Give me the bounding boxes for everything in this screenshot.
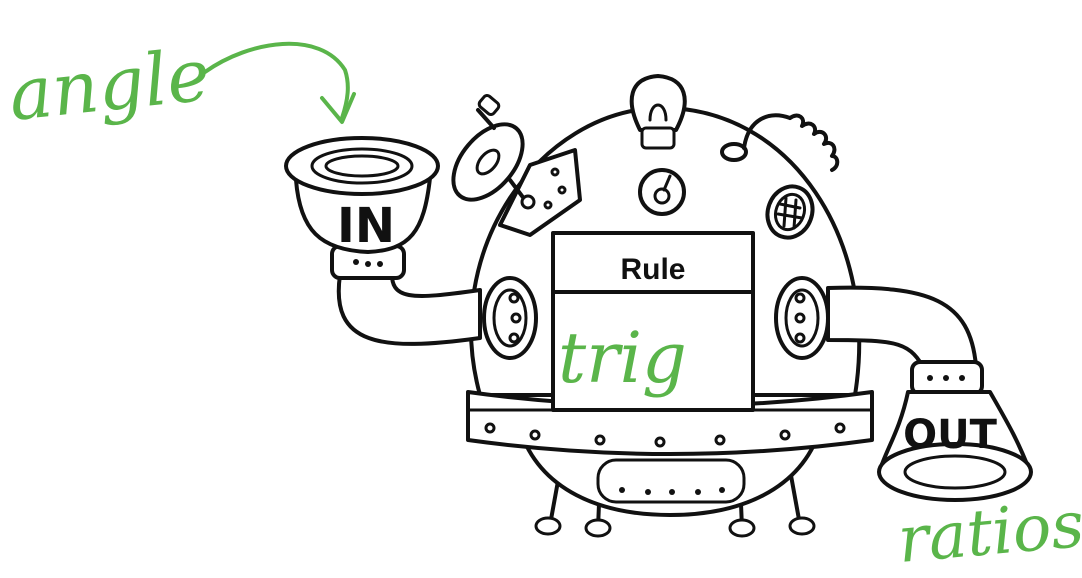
annotation-output: ratios <box>895 488 1082 578</box>
input-label: IN <box>337 198 395 254</box>
coiled-cable-icon <box>720 113 840 172</box>
rule-box: Rule <box>551 231 755 412</box>
left-porthole <box>482 276 538 360</box>
annotation-input: angle <box>5 32 214 137</box>
annotation-rule: trig <box>558 317 687 399</box>
right-porthole <box>774 276 830 360</box>
input-pipe <box>336 268 482 346</box>
annotation-arrow <box>203 41 356 124</box>
bottom-hatch <box>596 458 746 504</box>
output-funnel: OUT <box>877 360 1033 502</box>
crank-wheel-icon <box>451 93 582 237</box>
vent-grille-icon <box>765 184 815 240</box>
dial-gauge-icon <box>638 168 686 216</box>
input-funnel: IN <box>284 136 440 280</box>
output-label: OUT <box>903 412 997 458</box>
rule-label: Rule <box>620 253 685 286</box>
lightbulb-icon <box>629 74 687 150</box>
